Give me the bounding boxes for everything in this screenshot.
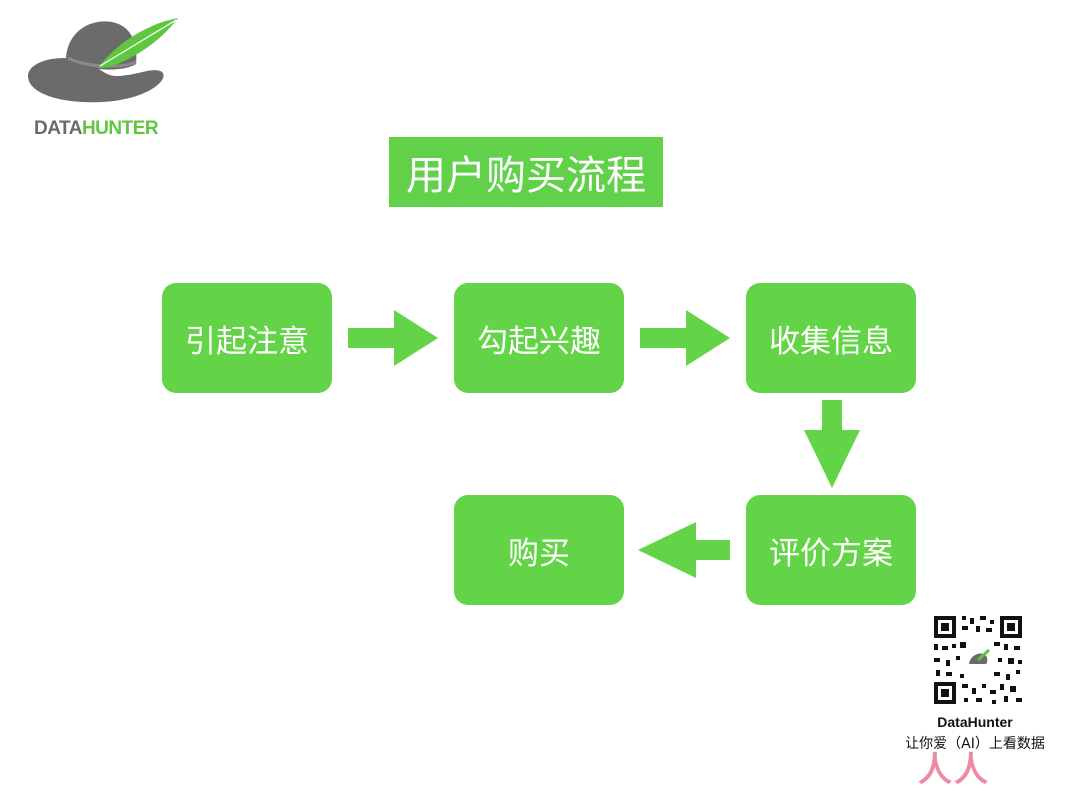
step-purchase: 购买 <box>454 495 624 605</box>
datahunter-logo: DATAHUNTER <box>26 14 186 142</box>
qr-code-icon <box>932 614 1024 706</box>
arrow-right-1-icon <box>348 310 438 366</box>
watermark: 人人 <box>918 750 990 790</box>
arrow-right-2-icon <box>640 310 730 366</box>
diagram-title: 用户购买流程 <box>389 137 663 207</box>
qr-brand-name: DataHunter <box>937 714 1013 730</box>
step-arouse-interest: 勾起兴趣 <box>454 283 624 393</box>
arrow-down-icon <box>804 400 860 488</box>
qr-slogan: 让你爱（AI）上看数据 <box>905 736 1045 752</box>
step-evaluate-options: 评价方案 <box>746 495 916 605</box>
logo-wordmark: DATAHUNTER <box>34 118 159 140</box>
step-collect-information: 收集信息 <box>746 283 916 393</box>
logo-text-data: DATA <box>34 118 82 139</box>
logo-text-hunter: HUNTER <box>81 118 159 139</box>
hat-feather-logo-icon <box>28 18 178 103</box>
arrow-left-icon <box>638 522 730 578</box>
step-attract-attention: 引起注意 <box>162 283 332 393</box>
